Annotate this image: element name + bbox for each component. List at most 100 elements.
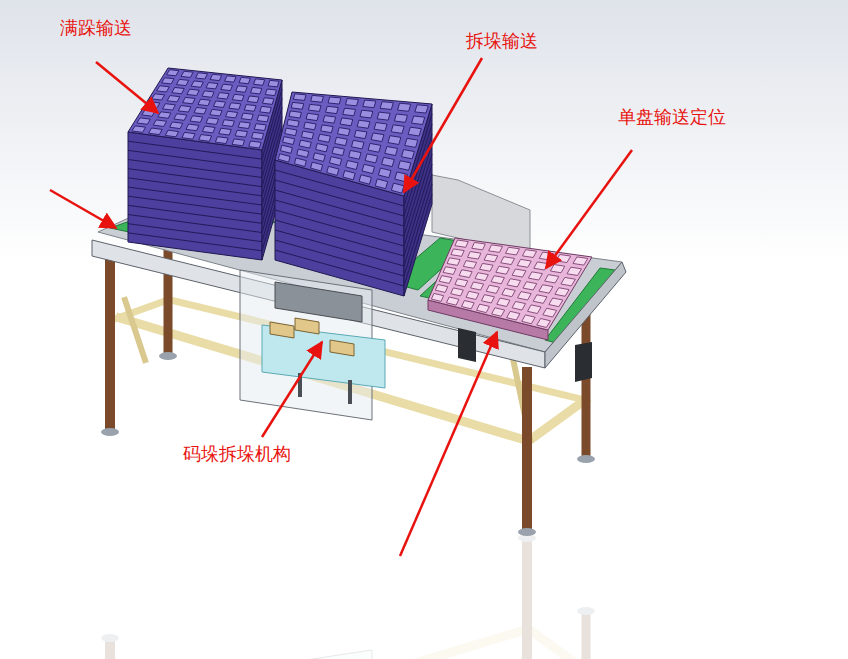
tray-pocket (221, 84, 233, 90)
tray-pocket (518, 292, 532, 300)
tray-pocket (555, 288, 569, 297)
tray-pocket (480, 263, 493, 271)
tray-pocket (489, 245, 503, 253)
tray-pocket (244, 105, 256, 112)
tray-layer-line (128, 126, 282, 196)
tray-pocket (527, 305, 541, 314)
tray-pocket (311, 95, 324, 102)
tray-pocket (301, 131, 313, 139)
callout-label: 单盘输送定位 (618, 106, 726, 128)
tray-pocket (238, 122, 250, 129)
tray-pocket (249, 141, 261, 148)
tray-pocket (517, 259, 531, 267)
tray-pocket (395, 172, 408, 182)
leveling-foot (159, 352, 177, 360)
tray-pocket (501, 257, 515, 265)
tray-pocket (157, 86, 170, 92)
tray-pocket (178, 106, 191, 113)
tray-pocket (435, 284, 447, 292)
leader-line (546, 150, 632, 268)
tray-pocket (299, 140, 311, 148)
tray-pocket (229, 103, 241, 110)
motor (575, 342, 592, 382)
tray-pocket (265, 89, 276, 96)
tray-pocket (472, 242, 486, 249)
mechanism-header (275, 282, 362, 322)
tray-pocket (354, 130, 367, 138)
tray-pocket (293, 94, 306, 101)
tray-pocket (528, 272, 542, 280)
tray-pocket (215, 137, 228, 144)
tray-layer-line (275, 194, 432, 286)
tray-pocket (523, 282, 537, 290)
tray-pocket (235, 130, 247, 137)
tray-pocket (463, 261, 476, 269)
tray-pocket (374, 123, 387, 131)
tray-pocket (368, 143, 381, 152)
leader-line (400, 332, 497, 556)
tray-pocket (537, 319, 551, 328)
tray-layer-line (128, 163, 282, 233)
tray-pocket (346, 160, 358, 169)
tray-front (428, 300, 548, 340)
tray-pocket (412, 116, 425, 125)
tray-pocket (254, 124, 266, 131)
tray-pocket (172, 87, 185, 93)
tray-pocket (241, 113, 253, 120)
tray-pocket (226, 111, 238, 118)
tray-pocket (250, 87, 261, 94)
brace (125, 300, 145, 360)
tray-pocket (217, 93, 229, 100)
leader-line (50, 190, 116, 228)
tray-pocket (327, 166, 339, 175)
tray-pocket (343, 171, 355, 180)
tray-pocket (210, 74, 222, 80)
cross-bar (530, 400, 585, 440)
tray-pocket (507, 311, 520, 320)
tray-pocket (502, 288, 515, 296)
tray-pocket (439, 276, 452, 284)
tray-pocket (297, 149, 309, 157)
tray-pocket (289, 111, 301, 118)
tray-pocket (196, 73, 208, 79)
tray-pocket (137, 118, 151, 125)
tray-pocket (306, 113, 318, 120)
tray-layer-line (128, 181, 282, 251)
tray-pocket (194, 107, 207, 114)
tray-pocket (158, 112, 171, 119)
callout-label: 拆垛输送 (466, 30, 538, 52)
tray-pocket (391, 183, 404, 193)
tray-pocket (311, 162, 323, 171)
tray-pocket (329, 157, 341, 166)
tray-pocket (165, 130, 178, 137)
tray-pocket (512, 269, 526, 277)
gripper (330, 340, 354, 356)
tray-pocket (486, 285, 499, 293)
tray-layer-line (128, 153, 282, 223)
tray-pocket (415, 105, 428, 113)
tray-pocket (477, 304, 490, 312)
cross-bar (112, 300, 168, 320)
tray-pocket (512, 301, 525, 310)
tray-pocket (206, 118, 219, 125)
tray-pocket (280, 145, 292, 153)
tray-pocket (183, 97, 196, 103)
tray-pocket (232, 94, 244, 101)
tray-layer-line (275, 154, 432, 246)
tray-pocket (167, 70, 179, 76)
callout-label: 码垛拆垛机构 (183, 443, 291, 465)
tray-pocket (556, 254, 571, 262)
tray-pocket (388, 136, 401, 145)
tray-pocket (462, 301, 475, 309)
tray-pocket (153, 120, 166, 127)
cross-bar (120, 318, 525, 440)
table-leg (522, 372, 532, 528)
floor-reflection (92, 534, 626, 659)
tray-top (275, 92, 432, 196)
leader-line (262, 342, 322, 437)
tray-pocket (247, 96, 259, 103)
tray-pocket (337, 128, 350, 136)
tray-pocket (545, 275, 559, 283)
gripper (295, 318, 319, 334)
